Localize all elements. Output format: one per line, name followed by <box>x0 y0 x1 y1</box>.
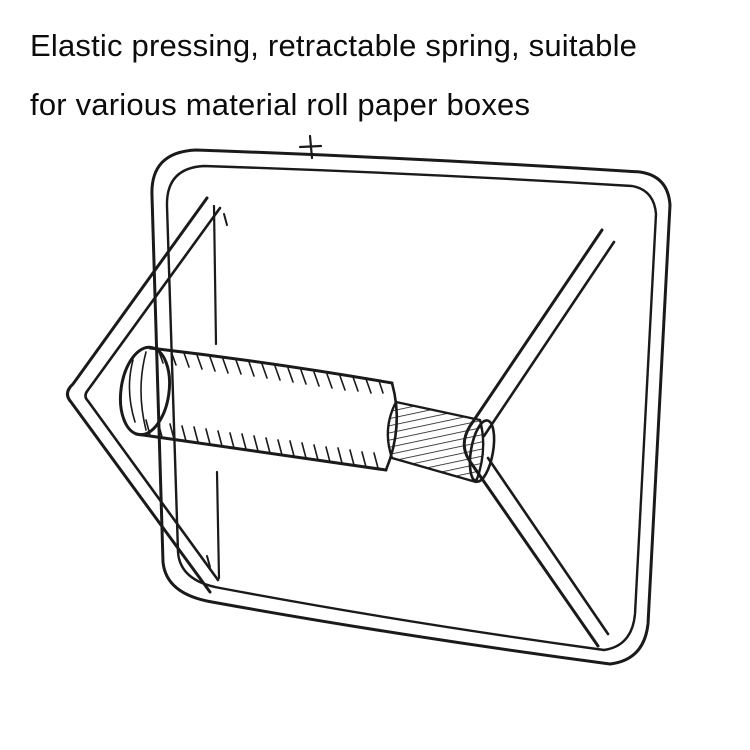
left-cap-shading <box>128 351 147 431</box>
caption-line-2: for various material roll paper boxes <box>30 87 531 122</box>
wall-plate <box>150 134 672 666</box>
tube-bottom-hatching <box>145 419 379 469</box>
right-spring-arm <box>462 228 616 648</box>
tube-top-hatching <box>157 348 384 394</box>
end-cap <box>468 419 496 483</box>
roller-tube <box>118 345 399 472</box>
caption-line-1: Elastic pressing, retractable spring, su… <box>30 28 638 63</box>
plate-centerline <box>206 204 228 580</box>
top-mark <box>298 134 323 160</box>
roller-left-cap <box>118 345 172 437</box>
left-spring-arm <box>66 196 222 594</box>
spring-shaft <box>386 400 496 484</box>
caption: Elastic pressing, retractable spring, su… <box>30 16 730 134</box>
